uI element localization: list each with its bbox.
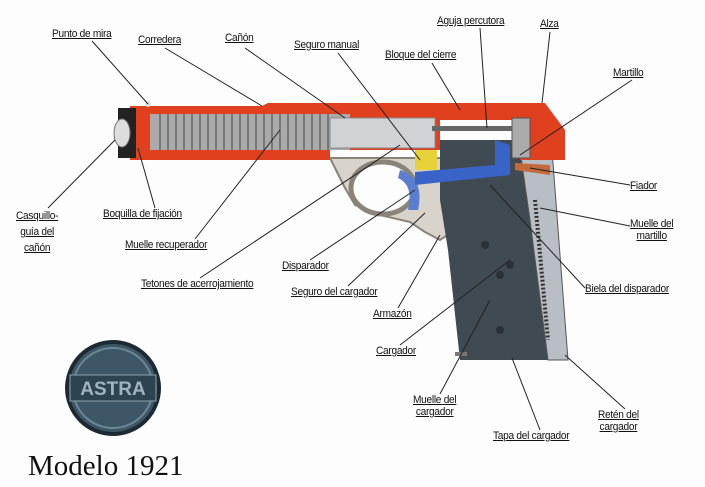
label-muelle-recuperador: Muelle recuperador — [125, 239, 208, 251]
barrel — [329, 117, 436, 149]
label-seguro-del-cargador: Seguro del cargador — [291, 286, 378, 298]
label-alza: Alza — [540, 18, 559, 30]
label-biela-del-disparador: Biela del disparador — [585, 283, 669, 295]
label-seguro-manual: Seguro manual — [294, 39, 360, 51]
astra-logo: ASTRA — [65, 340, 161, 436]
trigger-bar — [415, 140, 510, 185]
label-bloque-del-cierre: Bloque del cierre — [385, 49, 457, 61]
label-aguja-percutora: Aguja percutora — [437, 15, 505, 27]
firing-pin — [432, 126, 512, 131]
trigger — [398, 170, 420, 210]
label-tapa-del-cargador: Tapa del cargador — [493, 430, 570, 442]
leader-lines — [47, 27, 633, 431]
label-corredera: Corredera — [138, 34, 182, 46]
label-cargador: Cargador — [376, 345, 416, 357]
label-martillo: Martillo — [613, 67, 644, 79]
label-boquilla-de-fijacion: Boquilla de fijación — [103, 208, 182, 220]
hammer — [511, 117, 531, 159]
label-tetones: Tetones de acerrojamiento — [141, 278, 254, 290]
label-fiador: Fiador — [630, 180, 658, 192]
sear — [515, 163, 550, 175]
barrel-bushing — [113, 118, 131, 148]
trigger-guard — [348, 159, 418, 217]
manual-safety — [415, 150, 437, 170]
label-punto-de-mira: Punto de mira — [52, 28, 112, 40]
logo-text: ASTRA — [80, 379, 146, 400]
hammer-spring — [533, 199, 550, 341]
label-disparador: Disparador — [282, 260, 329, 272]
label-armazon: Armazón — [373, 308, 412, 320]
recoil-spring — [150, 114, 350, 150]
page-title: Modelo 1921 — [28, 450, 184, 482]
label-canon: Cañón — [225, 32, 254, 44]
